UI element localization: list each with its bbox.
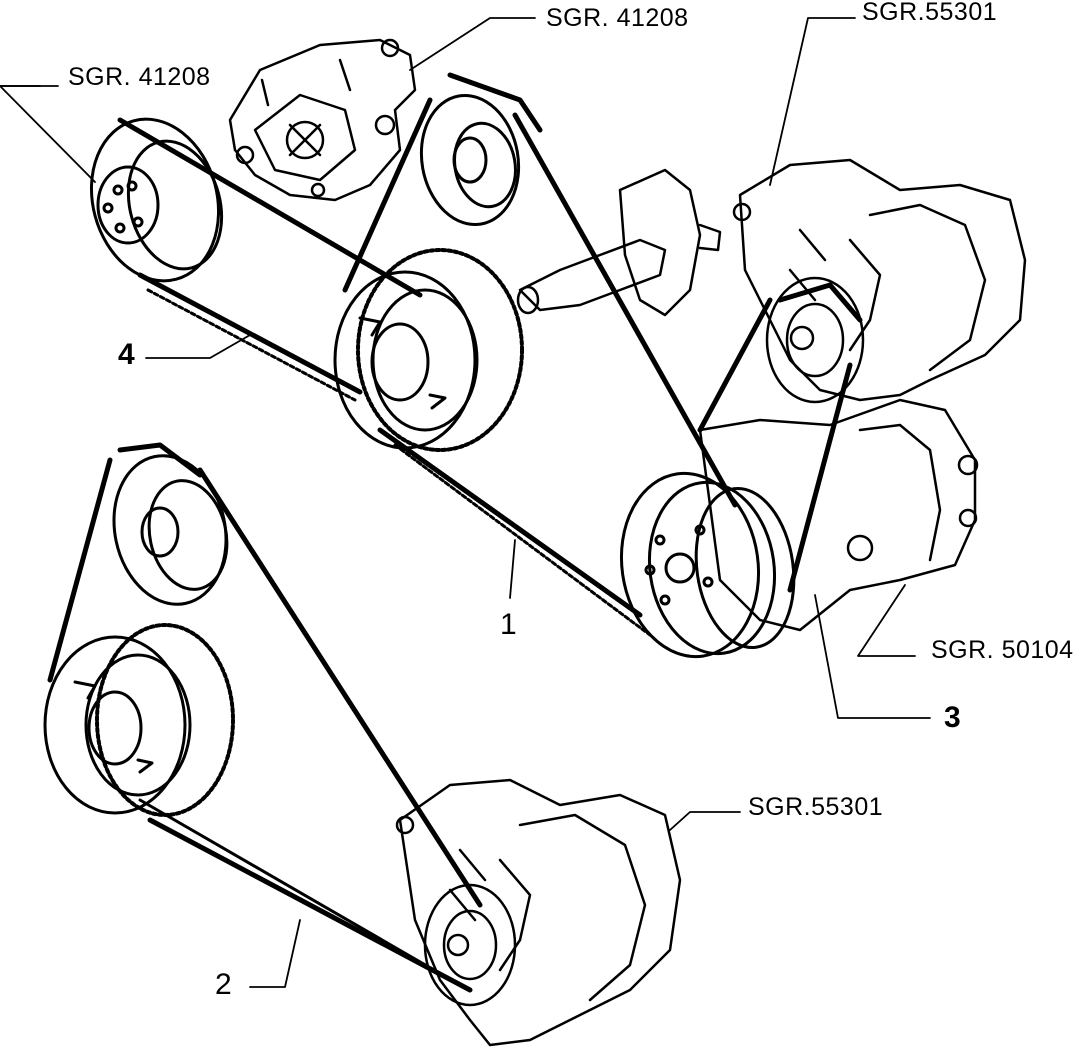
upper-idler-pulley — [419, 93, 521, 227]
callout-belt-3: 3 — [944, 701, 961, 734]
ref-left-pulley-label: SGR. 41208 — [68, 63, 211, 91]
camshaft — [516, 168, 722, 317]
ref-compressor-label: SGR. 50104 — [931, 636, 1074, 664]
ac-compressor — [698, 398, 979, 632]
left-pulley — [89, 117, 224, 283]
crankshaft-pulley — [333, 248, 524, 452]
callout-belt-2: 2 — [215, 968, 232, 1001]
belt-2 — [47, 442, 483, 993]
ref-water-pump-label: SGR. 41208 — [546, 4, 689, 32]
belt-4 — [117, 117, 423, 402]
belt-3 — [697, 282, 863, 593]
callout-belt-4: 4 — [118, 338, 135, 371]
ref-top-alternator-label: SGR.55301 — [862, 0, 998, 26]
water-pump — [228, 38, 417, 202]
callout-belt-1: 1 — [500, 608, 517, 641]
ref-bottom-alternator-label: SGR.55301 — [748, 793, 884, 821]
top-alternator — [732, 158, 1027, 404]
bottom-alternator — [395, 778, 682, 1047]
compressor-pulley — [619, 471, 796, 659]
leader-lines — [0, 17, 931, 988]
belt-1 — [342, 72, 738, 637]
lower-crankshaft-pulley — [43, 623, 235, 817]
lower-idler-pulley — [112, 454, 229, 606]
